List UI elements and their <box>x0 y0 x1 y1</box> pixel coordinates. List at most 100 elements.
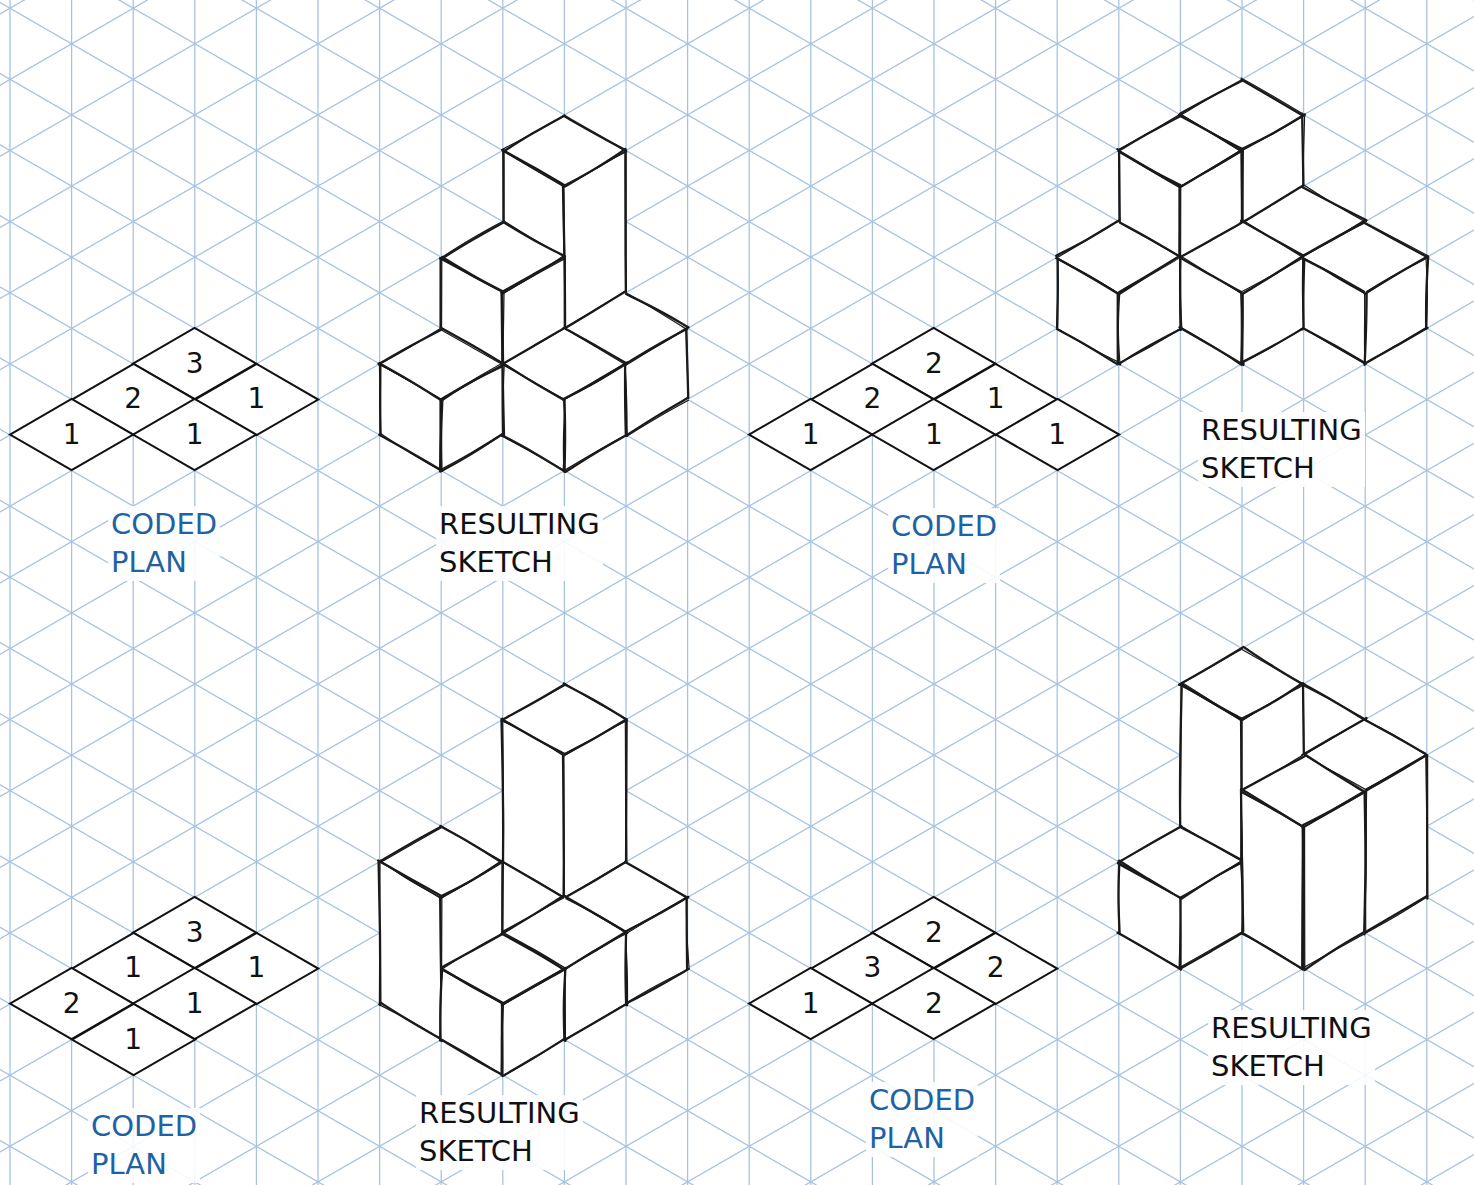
resulting-sketch <box>379 115 689 472</box>
cube-face <box>1057 222 1180 293</box>
grid-line <box>995 0 996 1185</box>
cube-edge <box>627 294 687 330</box>
cube-edge <box>440 826 502 863</box>
cube-edge <box>1243 185 1303 221</box>
grid-line <box>1365 0 1366 1185</box>
cube-edge <box>441 257 502 291</box>
cube-edge <box>1243 685 1304 720</box>
cube-column <box>379 328 504 472</box>
cube-edge <box>1182 149 1242 185</box>
cube-edge <box>626 327 688 365</box>
cube-edge <box>1366 896 1427 932</box>
height-number: 1 <box>186 990 204 1018</box>
cube-edge <box>442 1040 503 1075</box>
height-number: 2 <box>124 385 142 413</box>
grid-line <box>0 1072 1474 1185</box>
cube-edge <box>564 970 566 1041</box>
cube-edge <box>564 721 625 754</box>
grid-line <box>379 0 380 1185</box>
height-number: 2 <box>925 919 943 947</box>
grid-line <box>0 0 1474 381</box>
grid-line <box>0 574 1474 1185</box>
cube-edge <box>502 898 564 932</box>
cube-edge <box>1241 792 1303 827</box>
cube-edge <box>625 364 627 435</box>
cube-edge <box>563 398 565 469</box>
cube-edge <box>625 897 688 932</box>
grid-line <box>749 0 750 1185</box>
cube-edge <box>565 969 566 1038</box>
cube-edge <box>1305 185 1367 222</box>
cube-edge <box>1303 256 1304 328</box>
cube-edge <box>380 861 440 898</box>
height-number: 1 <box>925 421 943 449</box>
cube-edge <box>381 365 441 399</box>
plan-caption: CODED PLAN <box>108 506 220 581</box>
grid-line <box>0 0 1474 310</box>
cube-edge <box>625 862 688 898</box>
cube-edge <box>1241 78 1303 114</box>
cube-face <box>1180 222 1303 293</box>
cube-edge <box>440 860 503 896</box>
cube-face <box>380 328 503 399</box>
cube-edge <box>1426 756 1427 897</box>
height-number: 2 <box>925 350 943 378</box>
cube-edge <box>503 363 563 398</box>
cube-edge <box>441 328 504 364</box>
grid-line <box>0 0 1474 83</box>
cube-edge <box>1179 327 1243 365</box>
cube-edge <box>1302 257 1304 328</box>
grid-line <box>0 0 1474 652</box>
cube-edge <box>686 898 689 967</box>
plan-caption: CODED PLAN <box>88 1108 200 1183</box>
cube-face <box>503 684 626 755</box>
grid-line <box>0 0 1474 97</box>
cube-edge <box>380 364 441 400</box>
cube-edge <box>442 257 503 292</box>
cube-edge <box>1182 80 1242 114</box>
cube-edge <box>1181 150 1242 187</box>
cube-edge <box>1242 755 1302 789</box>
cube-edge <box>379 435 442 471</box>
cube-column <box>1118 825 1244 970</box>
grid-line <box>0 0 1474 595</box>
cube-edge <box>1303 256 1305 327</box>
grid-line <box>0 560 1474 1185</box>
plan-cell: 1 <box>72 1004 195 1075</box>
height-number: 1 <box>987 385 1005 413</box>
cube-face <box>441 222 564 293</box>
cube-edge <box>1056 222 1118 259</box>
cell-rhombus <box>872 968 995 1039</box>
cube-edge <box>1302 826 1305 970</box>
cube-edge <box>1365 898 1426 934</box>
cube-edge <box>502 116 565 150</box>
cube-edge <box>1179 257 1182 330</box>
grid-line <box>0 290 1474 1164</box>
cube-edge <box>1241 114 1305 149</box>
cube-edge <box>1182 328 1241 365</box>
height-number: 1 <box>802 421 820 449</box>
cube-edge <box>1181 934 1241 968</box>
cube-edge <box>443 968 504 1004</box>
grid-line <box>872 0 873 1185</box>
cube-edge <box>1242 80 1303 116</box>
cube-edge <box>1179 861 1242 898</box>
height-number: 3 <box>863 954 881 982</box>
grid-line <box>1303 0 1304 1185</box>
cube-edge <box>1118 151 1180 185</box>
cube-edge <box>1180 114 1241 151</box>
grid-line <box>0 773 1474 1185</box>
plan-cell: 1 <box>749 399 872 470</box>
cube-edge <box>1364 755 1426 791</box>
cube-edge <box>1302 825 1303 969</box>
grid-line <box>0 0 1474 168</box>
cube-edge <box>1243 327 1305 363</box>
grid-line <box>0 930 1474 1185</box>
cube-edge <box>625 934 626 1006</box>
cube-edge <box>1302 258 1304 328</box>
height-number: 1 <box>1048 421 1066 449</box>
cube-edge <box>625 862 686 898</box>
grid-line <box>625 0 626 1185</box>
cube-edge <box>1302 685 1366 719</box>
